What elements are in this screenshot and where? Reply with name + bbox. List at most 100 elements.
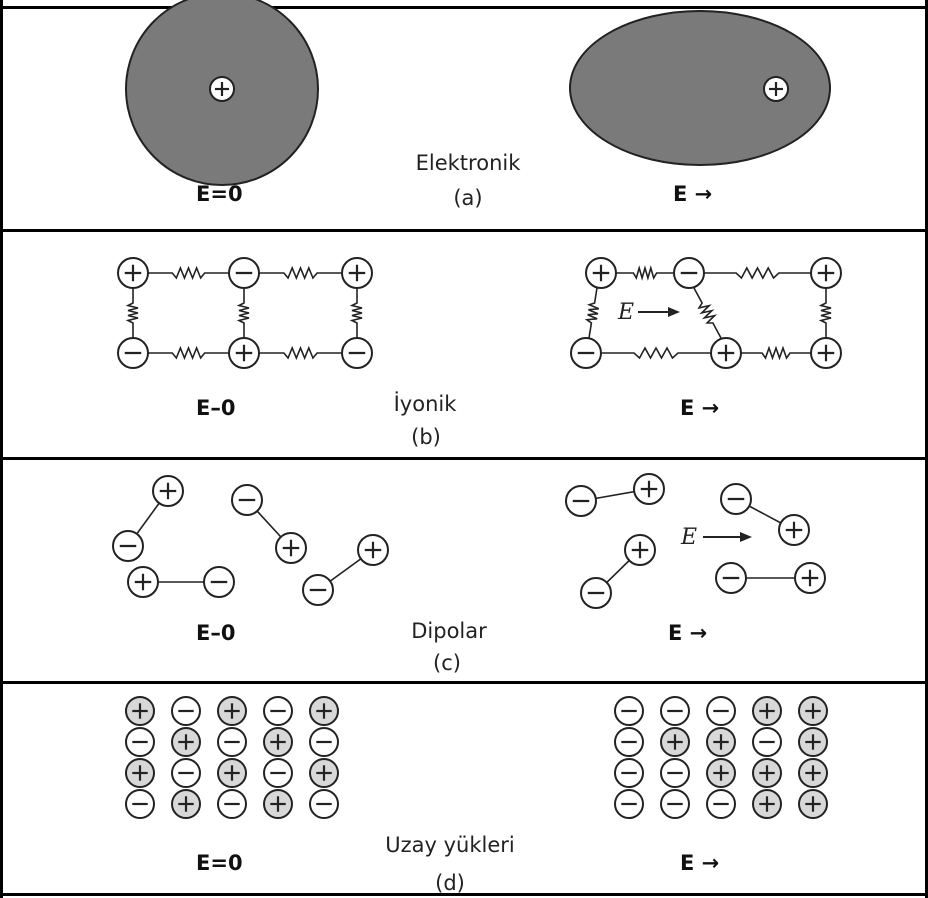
negative-charge	[580, 577, 612, 609]
positive-charge	[217, 758, 247, 788]
spring	[148, 265, 229, 281]
positive-charge	[660, 727, 690, 757]
positive-charge	[171, 727, 201, 757]
panel-letter: (c)	[433, 651, 461, 675]
negative-charge	[614, 696, 644, 726]
divider-ab	[1, 229, 927, 232]
negative-charge	[660, 758, 690, 788]
positive-charge	[706, 758, 736, 788]
panel-letter: (d)	[435, 871, 465, 895]
positive-charge	[624, 534, 656, 566]
negative-charge	[125, 789, 155, 819]
label-e-field: E →	[680, 396, 720, 420]
spring	[818, 288, 832, 338]
positive-charge	[810, 337, 842, 369]
negative-charge	[263, 696, 293, 726]
spring	[601, 346, 711, 360]
positive-charge	[710, 337, 742, 369]
field-label: E	[680, 525, 697, 550]
spring	[584, 287, 600, 339]
positive-charge	[752, 696, 782, 726]
negative-charge	[570, 337, 602, 369]
spring	[259, 265, 342, 281]
positive-charge	[778, 514, 810, 546]
spring	[693, 287, 722, 339]
spring	[125, 288, 139, 338]
negative-charge	[614, 727, 644, 757]
negative-charge	[752, 727, 782, 757]
negative-charge	[203, 566, 235, 598]
positive-charge	[125, 696, 155, 726]
field-label: E	[617, 300, 634, 325]
divider-bc	[1, 457, 927, 460]
spring	[349, 288, 363, 338]
negative-charge	[302, 574, 334, 606]
negative-charge	[660, 696, 690, 726]
negative-charge	[171, 758, 201, 788]
dipoles: E	[112, 473, 826, 609]
negative-charge	[706, 696, 736, 726]
positive-charge	[798, 758, 828, 788]
negative-charge	[228, 257, 260, 289]
negative-charge	[673, 257, 705, 289]
label-e-zero: E–0	[196, 396, 236, 420]
left-border	[0, 0, 3, 898]
negative-charge	[341, 337, 373, 369]
negative-charge	[614, 758, 644, 788]
label-e-zero: E–0	[196, 621, 236, 645]
panel-letter: (a)	[453, 186, 483, 210]
negative-charge	[231, 484, 263, 516]
positive-charge	[752, 789, 782, 819]
positive-charge	[217, 696, 247, 726]
negative-charge	[217, 727, 247, 757]
electron-cloud-distorted	[569, 10, 831, 166]
positive-charge	[752, 758, 782, 788]
panel-letter: (b)	[411, 425, 441, 449]
spring	[704, 266, 811, 280]
positive-charge	[309, 696, 339, 726]
bottom-border	[1, 893, 927, 896]
panel-space-charge: E=0 Uzay yükleri (d) E →	[0, 681, 928, 895]
negative-charge	[217, 789, 247, 819]
label-e-zero: E=0	[196, 182, 243, 206]
negative-charge	[715, 562, 747, 594]
positive-charge	[706, 727, 736, 757]
spring	[236, 288, 250, 338]
label-e-field: E →	[680, 851, 720, 875]
negative-charge	[112, 530, 144, 562]
negative-charge	[720, 483, 752, 515]
positive-charge	[228, 337, 260, 369]
positive-charge	[117, 257, 149, 289]
negative-charge	[660, 789, 690, 819]
positive-charge	[152, 475, 184, 507]
spring	[616, 265, 674, 281]
spring	[148, 345, 229, 361]
negative-charge	[565, 485, 597, 517]
label-e-zero: E=0	[196, 851, 243, 875]
negative-charge	[263, 758, 293, 788]
negative-charge	[309, 789, 339, 819]
positive-charge	[798, 727, 828, 757]
negative-charge	[171, 696, 201, 726]
positive-charge	[125, 758, 155, 788]
positive-charge	[794, 562, 826, 594]
positive-charge	[309, 758, 339, 788]
space-charge-grids	[125, 696, 828, 819]
ionic-lattice: E	[117, 257, 842, 369]
positive-charge	[633, 473, 665, 505]
label-e-field: E →	[668, 621, 708, 645]
positive-charge	[341, 257, 373, 289]
negative-charge	[117, 337, 149, 369]
positive-charge	[798, 696, 828, 726]
positive-charge	[263, 789, 293, 819]
positive-charge	[798, 789, 828, 819]
polarization-type: Dipolar	[411, 619, 487, 643]
label-e-field: E →	[673, 182, 713, 206]
negative-charge	[614, 789, 644, 819]
positive-charge	[171, 789, 201, 819]
atom-no-field	[125, 0, 831, 186]
right-border	[925, 0, 928, 898]
positive-charge	[810, 257, 842, 289]
panel-ionic: E E–0 İyonik (b) E →	[0, 229, 928, 457]
negative-charge	[309, 727, 339, 757]
